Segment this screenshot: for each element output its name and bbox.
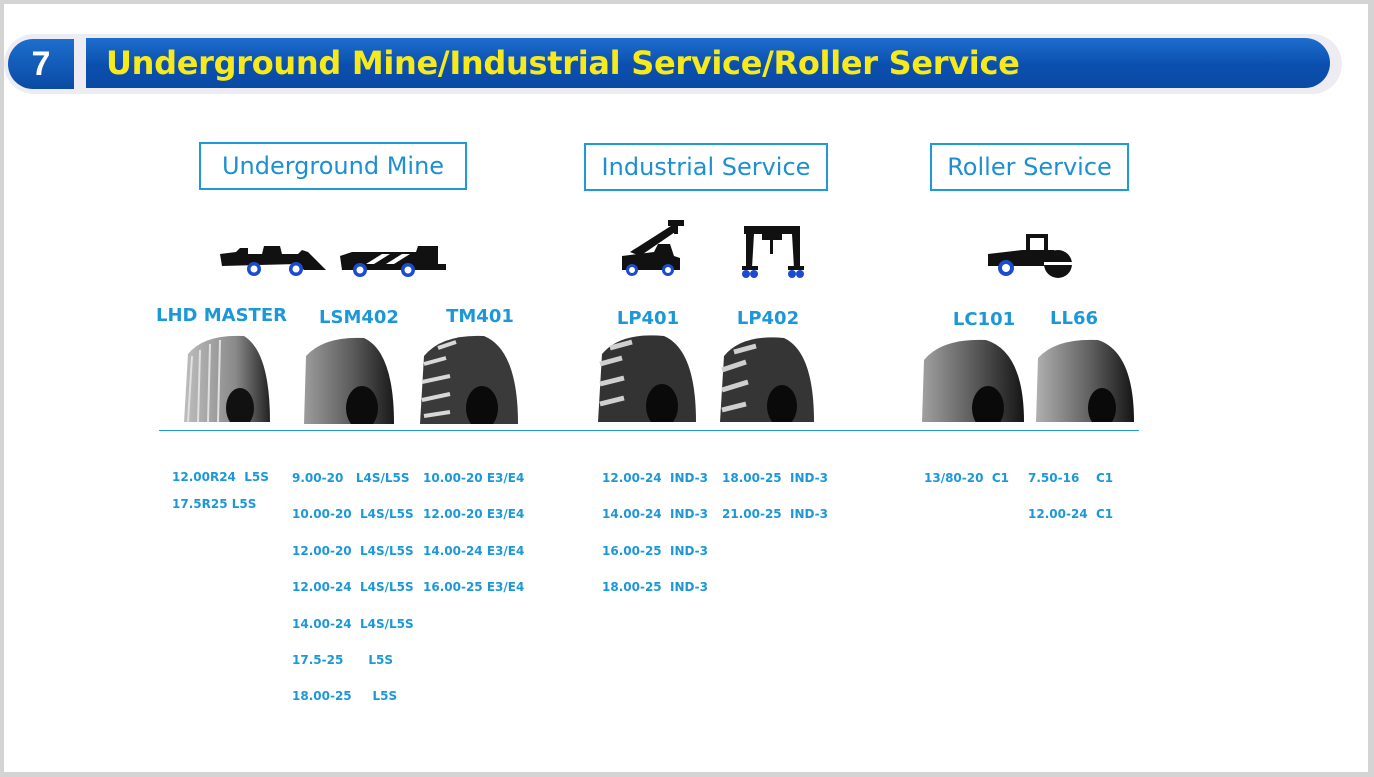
model-ll66: LL66 [1050, 308, 1098, 329]
size-tm401-1: 10.00-20 E3/E4 [423, 471, 525, 485]
size-ll66-2: 12.00-24 C1 [1028, 507, 1114, 521]
size-lsm402-6: 17.5-25 L5S [292, 653, 393, 667]
size-lp401-3: 16.00-25 IND-3 [602, 544, 709, 558]
tire-ll66-image [1036, 339, 1134, 422]
model-lsm402: LSM402 [319, 307, 399, 328]
size-lsm402-1: 9.00-20 L4S/L5S [292, 471, 410, 485]
model-lp402: LP402 [736, 308, 800, 329]
mine-truck-icon [340, 246, 446, 277]
size-lp401-2: 14.00-24 IND-3 [602, 507, 709, 521]
title-banner-fill: Underground Mine/Industrial Service/Roll… [86, 38, 1330, 88]
slide-number-badge: 7 [8, 39, 74, 89]
gantry-crane-icon [742, 226, 804, 278]
size-lhd-master-1: 12.00R24 L5S [172, 470, 269, 484]
size-ll66-1: 7.50-16 C1 [1028, 471, 1114, 485]
size-tm401-2: 12.00-20 E3/E4 [423, 507, 525, 521]
model-lc101: LC101 [952, 309, 1016, 330]
size-lhd-master-2: 17.5R25 L5S [172, 497, 257, 511]
size-tm401-3: 14.00-24 E3/E4 [423, 544, 525, 558]
road-roller-icon [988, 234, 1072, 278]
tire-lp401-image [598, 335, 696, 422]
slide-title: Underground Mine/Industrial Service/Roll… [106, 44, 1020, 82]
category-roller-service: Roller Service [930, 143, 1129, 191]
size-lp402-2: 21.00-25 IND-3 [722, 507, 829, 521]
tire-lp402-image [720, 337, 814, 422]
tire-lsm402-image [304, 337, 394, 424]
slide: 7 Underground Mine/Industrial Service/Ro… [4, 4, 1368, 772]
tire-lhd-master-image [184, 335, 270, 422]
reach-stacker-icon [622, 220, 684, 276]
lhd-loader-icon [220, 246, 326, 276]
size-lp402-1: 18.00-25 IND-3 [722, 471, 829, 485]
model-tm401: TM401 [446, 306, 514, 327]
size-lsm402-7: 18.00-25 L5S [292, 689, 398, 703]
tire-tm401-image [420, 335, 518, 424]
tire-lc101-image [922, 339, 1024, 422]
size-lp401-1: 12.00-24 IND-3 [602, 471, 709, 485]
title-banner: Underground Mine/Industrial Service/Roll… [80, 34, 1342, 94]
model-lp401: LP401 [616, 308, 680, 329]
size-lsm402-3: 12.00-20 L4S/L5S [292, 544, 414, 558]
size-lp401-4: 18.00-25 IND-3 [602, 580, 709, 594]
size-lsm402-4: 12.00-24 L4S/L5S [292, 580, 414, 594]
size-lsm402-5: 14.00-24 L4S/L5S [292, 617, 414, 631]
size-tm401-4: 16.00-25 E3/E4 [423, 580, 525, 594]
model-lhd-master: LHD MASTER [156, 305, 287, 326]
section-divider [159, 430, 1139, 431]
size-lc101-1: 13/80-20 C1 [924, 471, 1009, 485]
category-industrial-service: Industrial Service [584, 143, 828, 191]
size-lsm402-2: 10.00-20 L4S/L5S [292, 507, 414, 521]
category-underground-mine: Underground Mine [199, 142, 467, 190]
